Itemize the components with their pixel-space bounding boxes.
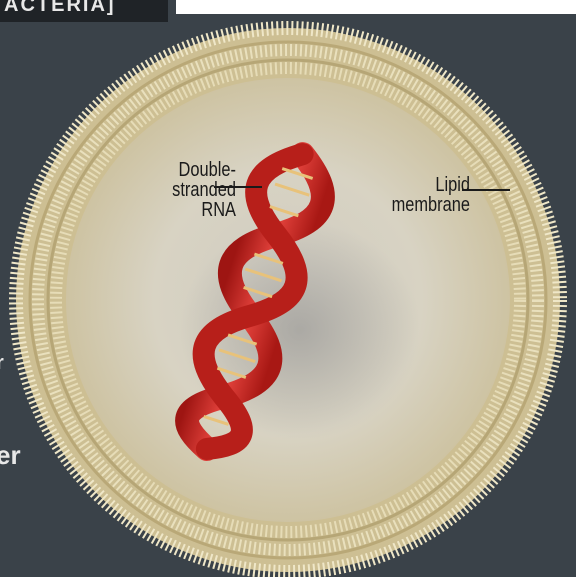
label-double-stranded-rna: Double- stranded RNA xyxy=(92,160,236,220)
header-text: ACTERIA] xyxy=(4,0,116,17)
label-rna-line-2: stranded xyxy=(92,180,236,200)
header-bar: ACTERIA] xyxy=(0,0,168,22)
label-rna-line-3: RNA xyxy=(92,200,236,220)
label-lipid-line-2: membrane xyxy=(314,195,470,215)
label-lipid-membrane: Lipid membrane xyxy=(314,175,470,215)
left-edge-text-2: er xyxy=(0,440,21,471)
header-background xyxy=(176,0,576,14)
label-lipid-line-1: Lipid xyxy=(314,175,470,195)
left-edge-text-1: r xyxy=(0,352,4,375)
label-rna-line-1: Double- xyxy=(92,160,236,180)
